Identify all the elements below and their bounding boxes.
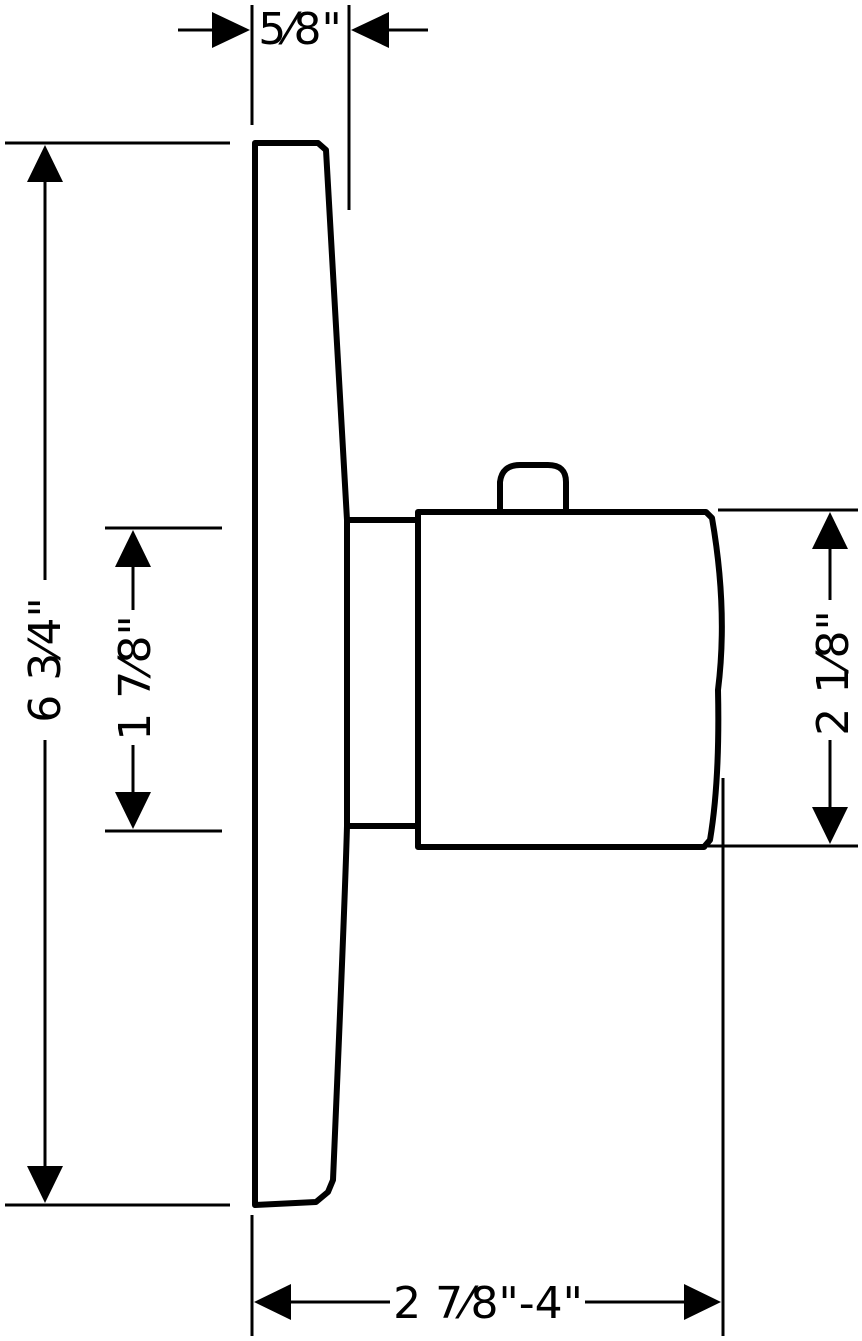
top-arrow-left [212, 12, 250, 48]
handle-dim-label: 2 1⁄8" [808, 610, 859, 736]
handle-outline [415, 509, 725, 850]
overall-arrow-top [27, 145, 63, 182]
inner-dim-label: 1 7⁄8" [110, 615, 161, 741]
handle-arrow-bottom [812, 807, 848, 844]
overall-dim-label: 6 3⁄4" [20, 597, 71, 723]
top-dim-label: 5⁄8" [258, 4, 342, 55]
stem-outline [347, 517, 421, 829]
top-arrow-right [351, 12, 389, 48]
proj-dim-label: 2 7⁄8"-4" [393, 1278, 583, 1329]
proj-arrow-left [254, 1284, 291, 1320]
handle-knob-outline [497, 462, 569, 512]
inner-arrow-top [115, 530, 151, 567]
proj-arrow-right [684, 1284, 721, 1320]
inner-arrow-bottom [115, 792, 151, 829]
trim-plate-outline [252, 140, 350, 1208]
overall-arrow-bottom [27, 1166, 63, 1203]
handle-arrow-top [812, 512, 848, 549]
